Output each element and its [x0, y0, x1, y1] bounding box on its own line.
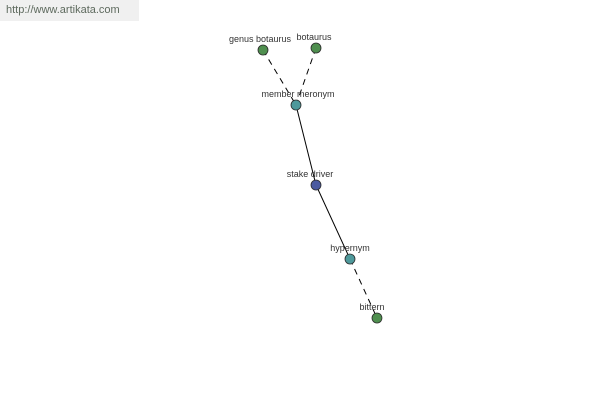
node-label-stake-driver: stake driver	[287, 169, 334, 179]
node-stake-driver[interactable]	[310, 179, 322, 191]
node-label-botaurus: botaurus	[296, 32, 332, 42]
label-layer: genus botaurus botaurus member meronym stak…	[229, 32, 385, 312]
node-member-meronym[interactable]	[290, 99, 302, 111]
watermark-url: http://www.artikata.com	[6, 4, 120, 16]
node-layer	[257, 42, 383, 324]
edge-stake-driver-to-hypernym	[315, 184, 351, 260]
node-botaurus[interactable]	[310, 42, 322, 54]
node-label-hypernym: hypernym	[330, 243, 370, 253]
edge-member-meronym-to-stake-driver	[295, 104, 317, 186]
node-hypernym[interactable]	[344, 253, 356, 265]
node-label-genus-botaurus: genus botaurus	[229, 34, 292, 44]
node-bittern[interactable]	[371, 312, 383, 324]
watermark-banner: http://www.artikata.com	[0, 0, 139, 21]
node-label-member-meronym: member meronym	[261, 89, 334, 99]
node-label-bittern: bittern	[359, 302, 384, 312]
edge-layer	[262, 47, 378, 319]
node-genus-botaurus[interactable]	[257, 44, 269, 56]
